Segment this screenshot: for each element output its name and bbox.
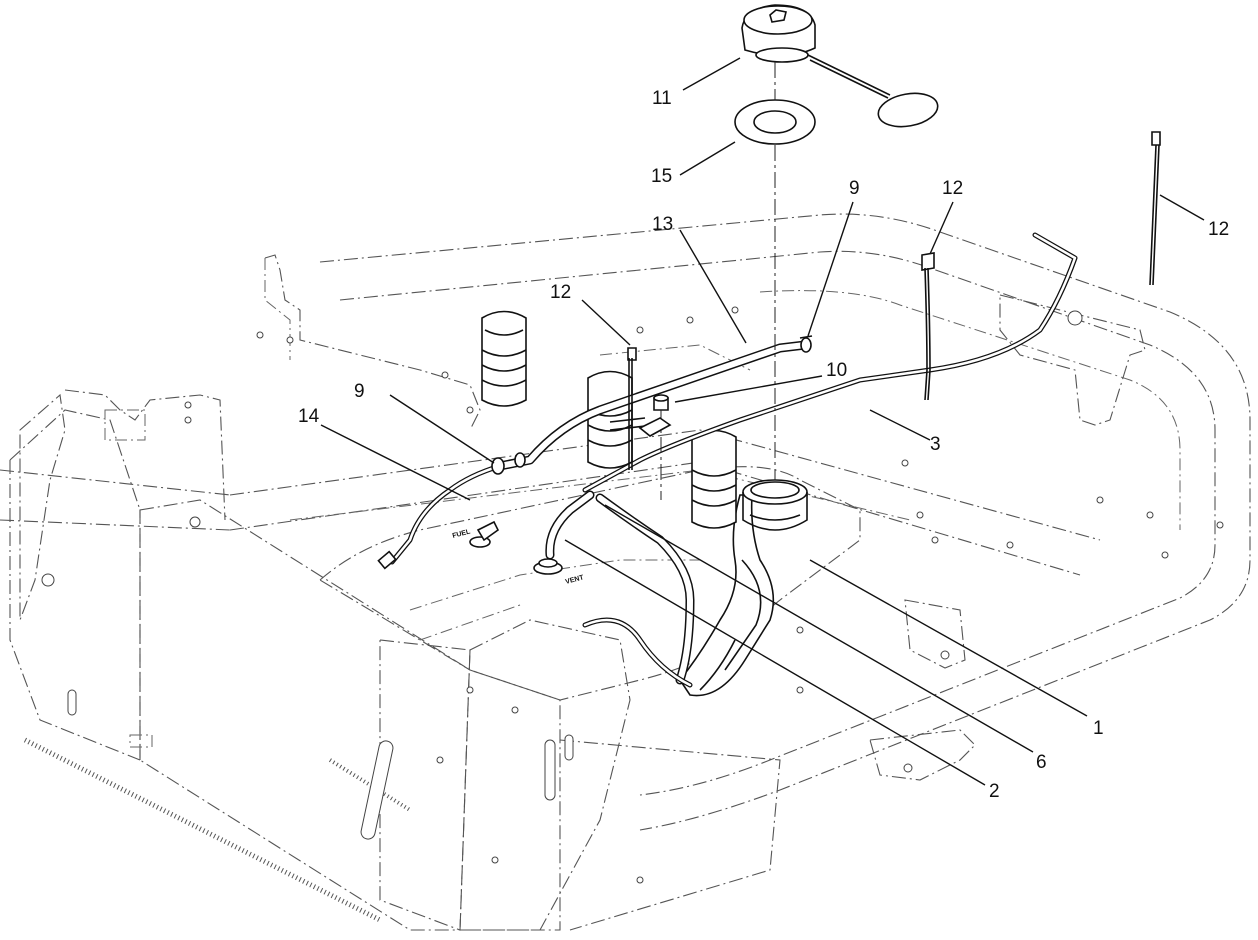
callout-15: 15 bbox=[651, 166, 672, 187]
callout-9-upper: 9 bbox=[849, 178, 860, 199]
callout-2: 2 bbox=[989, 781, 1000, 802]
tank-hose bbox=[545, 490, 695, 688]
fuel-line-long bbox=[582, 232, 1078, 493]
cable-tie-left bbox=[609, 347, 646, 470]
spring-mount-left bbox=[481, 310, 527, 407]
mower-frame-phantom bbox=[0, 213, 1251, 931]
callout-3: 3 bbox=[930, 434, 941, 455]
vent-hose bbox=[495, 340, 810, 471]
callout-12-right: 12 bbox=[1208, 219, 1229, 240]
tank-mark-vent: VENT bbox=[565, 574, 586, 586]
grommet bbox=[533, 558, 563, 575]
leader-lines bbox=[320, 57, 1205, 786]
spring-mount-right bbox=[691, 429, 737, 529]
callout-6: 6 bbox=[1036, 752, 1047, 773]
callout-11: 11 bbox=[652, 88, 672, 109]
callout-labels: 11 15 9 12 12 13 12 10 9 14 3 1 6 2 bbox=[298, 88, 1229, 802]
callout-12-center: 12 bbox=[942, 178, 963, 199]
callout-9-left: 9 bbox=[354, 381, 365, 402]
callout-13: 13 bbox=[652, 214, 673, 235]
spring-mounts bbox=[481, 310, 737, 529]
callout-1: 1 bbox=[1093, 718, 1104, 739]
fuel-tank bbox=[319, 466, 861, 701]
cap-gasket bbox=[734, 99, 816, 145]
hose-clamp-left bbox=[491, 452, 526, 475]
callout-14: 14 bbox=[298, 406, 320, 427]
cable-tie-center bbox=[921, 252, 935, 401]
cable-tie-loose bbox=[1149, 131, 1161, 286]
fuel-cap bbox=[741, 4, 939, 128]
callout-10: 10 bbox=[826, 360, 847, 381]
elbow-fitting bbox=[469, 520, 500, 548]
tank-mark-fuel: FUEL bbox=[452, 528, 472, 540]
hose-clamp-right bbox=[799, 335, 813, 353]
bolt-and-clamp bbox=[638, 394, 672, 500]
callout-12-left: 12 bbox=[550, 282, 571, 303]
